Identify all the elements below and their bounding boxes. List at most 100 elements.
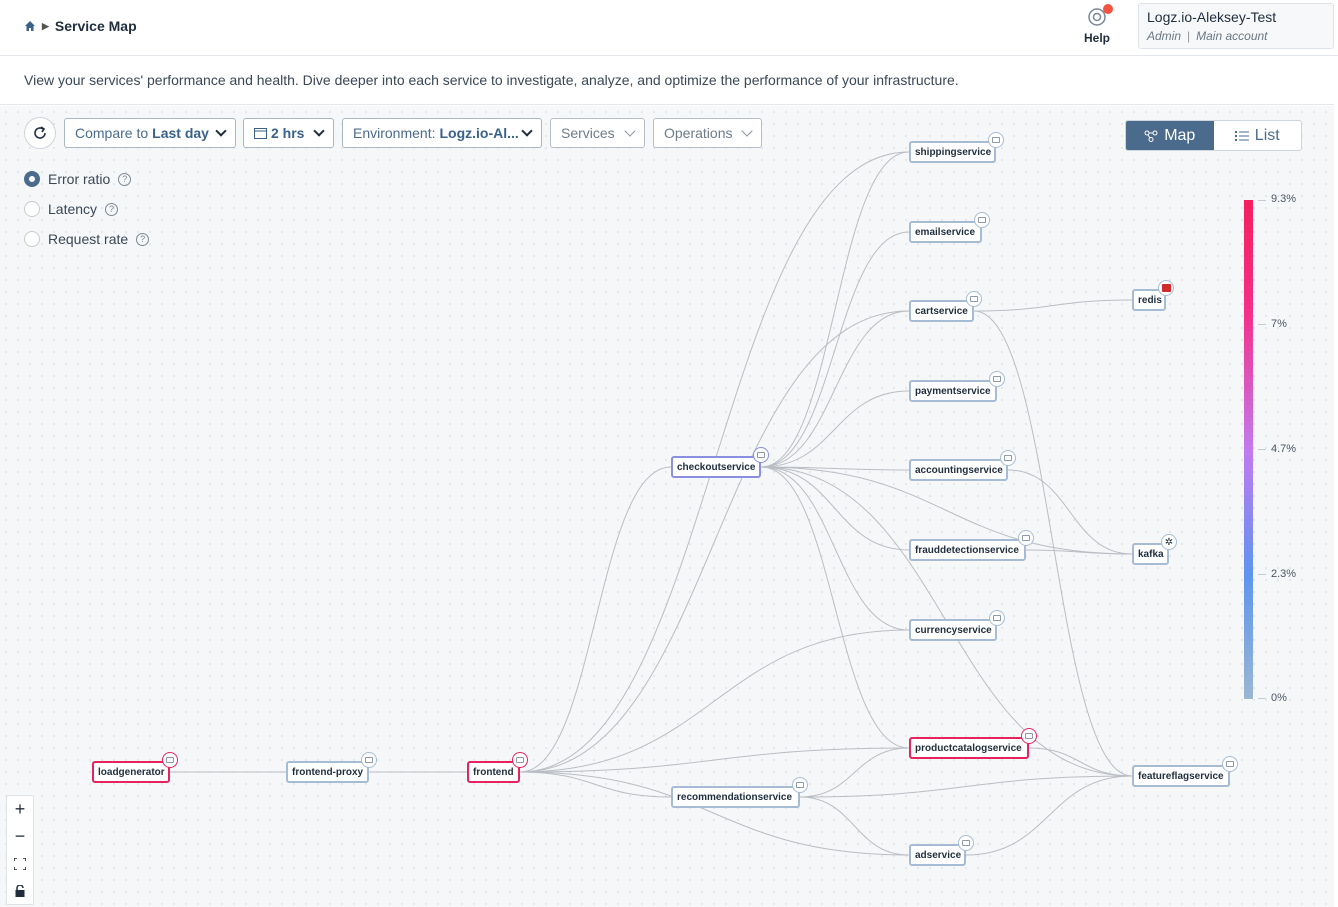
edge-cartservice-redis xyxy=(973,299,1133,312)
edge-recommendationservice-productcatalogservice xyxy=(799,747,910,798)
service-icon xyxy=(792,777,808,793)
service-icon xyxy=(512,752,528,768)
node-shippingservice[interactable]: shippingservice xyxy=(909,141,996,163)
compare-prefix: Compare to xyxy=(75,125,149,141)
node-frontend-proxy[interactable]: frontend-proxy xyxy=(286,761,369,783)
time-range-value: 2 hrs xyxy=(271,125,305,141)
chevron-down-icon xyxy=(624,125,636,137)
services-label: Services xyxy=(561,125,615,141)
account-switcher[interactable]: Logz.io-Aleksey-Test Admin | Main accoun… xyxy=(1138,3,1334,49)
lifebuoy-icon xyxy=(1088,8,1106,26)
environment-value: Logz.io-Al... xyxy=(439,125,519,141)
list-label: List xyxy=(1254,126,1280,144)
badge-glyph xyxy=(1022,535,1030,541)
compare-dropdown[interactable]: Compare to Last day xyxy=(64,118,236,148)
account-meta: Admin | Main account xyxy=(1147,29,1325,43)
metric-error-ratio[interactable]: Error ratio ? xyxy=(24,171,132,187)
edge-accountingservice-kafka xyxy=(1007,469,1133,555)
map-view-button[interactable]: Map xyxy=(1126,121,1214,150)
service-icon xyxy=(989,610,1005,626)
legend-label: 7% xyxy=(1271,318,1287,330)
node-accountingservice[interactable]: accountingservice xyxy=(909,459,1008,481)
badge-glyph xyxy=(993,615,1001,621)
node-productcatalogservice[interactable]: productcatalogservice xyxy=(909,737,1029,759)
environment-dropdown[interactable]: Environment: Logz.io-Al... xyxy=(342,118,542,148)
node-frauddetectionservice[interactable]: frauddetectionservice xyxy=(909,539,1026,561)
node-redis[interactable]: redis xyxy=(1132,289,1166,311)
zoom-out-button[interactable]: − xyxy=(14,826,26,846)
node-frontend[interactable]: frontend xyxy=(467,761,520,783)
node-kafka[interactable]: kafka xyxy=(1132,543,1169,565)
list-icon xyxy=(1234,130,1249,141)
services-dropdown[interactable]: Services xyxy=(550,118,645,148)
node-loadgenerator[interactable]: loadgenerator xyxy=(92,761,170,783)
node-adservice[interactable]: adservice xyxy=(909,844,966,866)
help-circle-icon[interactable]: ? xyxy=(136,232,150,246)
edges-layer xyxy=(169,151,1133,856)
badge-glyph xyxy=(970,296,978,302)
metric-label: Request rate xyxy=(48,231,129,247)
account-name: Logz.io-Aleksey-Test xyxy=(1147,9,1277,25)
refresh-icon xyxy=(34,126,46,139)
help-button[interactable]: Help xyxy=(1078,4,1116,45)
page-description: View your services' performance and heal… xyxy=(0,57,1334,105)
badge-glyph xyxy=(993,376,1001,382)
help-label: Help xyxy=(1083,31,1110,45)
badge-glyph xyxy=(978,217,986,223)
node-paymentservice[interactable]: paymentservice xyxy=(909,380,997,402)
badge-glyph xyxy=(1161,284,1171,292)
metric-label: Latency xyxy=(48,201,98,217)
node-checkoutservice[interactable]: checkoutservice xyxy=(671,456,761,478)
node-emailservice[interactable]: emailservice xyxy=(909,221,982,243)
node-currencyservice[interactable]: currencyservice xyxy=(909,619,997,641)
legend-tick xyxy=(1258,200,1266,201)
radio-selected[interactable] xyxy=(24,171,40,187)
radio-unselected[interactable] xyxy=(24,231,40,247)
badge-glyph xyxy=(992,137,1000,143)
edge-recommendationservice-adservice xyxy=(799,796,910,856)
metric-latency[interactable]: Latency ? xyxy=(24,201,119,217)
help-circle-icon[interactable]: ? xyxy=(118,172,132,186)
service-map-canvas[interactable] xyxy=(0,106,1334,907)
edge-checkoutservice-frauddetectionservice xyxy=(760,466,910,551)
badge-glyph xyxy=(1025,733,1033,739)
node-featureflagservice[interactable]: featureflagservice xyxy=(1132,765,1230,787)
page-title: Service Map xyxy=(54,18,137,34)
view-toggle[interactable]: Map List xyxy=(1125,120,1302,151)
node-recommendationservice[interactable]: recommendationservice xyxy=(671,786,800,808)
legend-tick xyxy=(1258,698,1266,699)
refresh-button[interactable] xyxy=(24,117,56,149)
account-type: Main account xyxy=(1196,29,1268,43)
edge-frontend-checkoutservice xyxy=(519,466,672,773)
legend-label: 0% xyxy=(1271,692,1287,704)
node-cartservice[interactable]: cartservice xyxy=(909,300,974,322)
list-view-button[interactable]: List xyxy=(1214,121,1302,150)
error-ratio-scale xyxy=(1244,200,1253,699)
time-range-dropdown[interactable]: 2 hrs xyxy=(243,118,334,148)
fit-view-button[interactable] xyxy=(7,850,33,877)
chevron-down-icon xyxy=(215,125,227,137)
service-icon xyxy=(1018,530,1034,546)
compare-value: Last day xyxy=(152,125,209,141)
metric-label: Error ratio xyxy=(48,171,111,187)
badge-glyph xyxy=(796,782,804,788)
edge-frontend-currencyservice xyxy=(519,629,910,773)
edge-checkoutservice-kafka xyxy=(760,466,1133,555)
edge-frontend-recommendationservice xyxy=(519,771,672,798)
edge-frontend-productcatalogservice xyxy=(519,747,910,773)
breadcrumb: ▶ Service Map xyxy=(24,18,137,34)
service-icon xyxy=(1222,756,1238,772)
legend-label: 9.3% xyxy=(1271,193,1297,205)
metric-request-rate[interactable]: Request rate ? xyxy=(24,231,150,247)
edge-checkoutservice-productcatalogservice xyxy=(760,466,910,749)
home-icon[interactable] xyxy=(24,20,36,32)
help-circle-icon[interactable]: ? xyxy=(105,202,119,216)
radio-unselected[interactable] xyxy=(24,201,40,217)
zoom-in-button[interactable]: + xyxy=(14,799,26,819)
kafka-icon: ✲ xyxy=(1161,534,1177,550)
service-icon xyxy=(958,835,974,851)
edge-frontend-adservice xyxy=(519,771,910,856)
operations-dropdown[interactable]: Operations xyxy=(653,118,762,148)
edge-frauddetectionservice-kafka xyxy=(1025,549,1133,555)
lock-button[interactable] xyxy=(7,877,33,904)
